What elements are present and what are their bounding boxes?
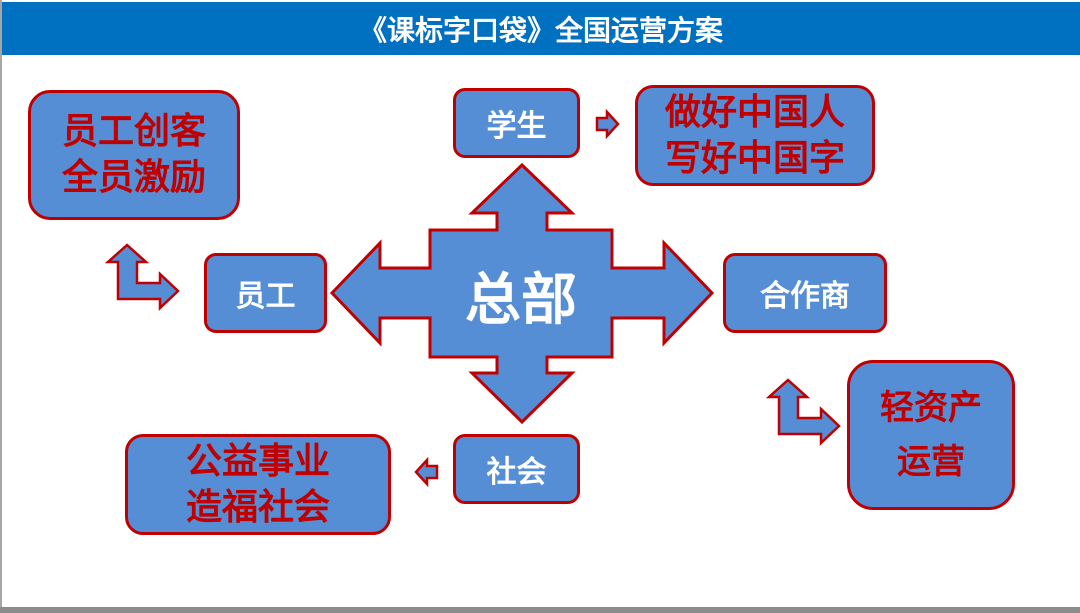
outcome-employee-line2: 全员激励 [61, 157, 206, 198]
outcome-society-line2: 造福社会 [185, 486, 330, 528]
node-society: 社会 [453, 434, 580, 504]
outcome-partner: 轻资产 运营 [847, 360, 1015, 510]
outcome-employee-line1: 员工创客 [61, 111, 206, 152]
node-employee-label: 员工 [235, 279, 296, 314]
node-employee: 员工 [204, 253, 327, 333]
outcome-partner-line2: 运营 [897, 442, 965, 482]
up-right-arrow-partner [765, 378, 841, 446]
left-border [0, 0, 2, 613]
outcome-student: 做好中国人 写好中国字 [635, 85, 875, 186]
hub-cross-arrow [329, 162, 715, 425]
title-bar: 《课标字口袋》全国运营方案 [2, 2, 1080, 55]
outcome-student-line1: 做好中国人 [664, 91, 845, 133]
outcome-student-line2: 写好中国字 [664, 137, 845, 179]
bottom-bar [0, 607, 1080, 613]
node-partner-label: 合作商 [760, 279, 850, 314]
node-society-label: 社会 [486, 455, 547, 490]
outcome-society-line1: 公益事业 [185, 440, 330, 482]
node-partner: 合作商 [723, 253, 887, 333]
hub-label: 总部 [465, 267, 577, 333]
left-arrow-society [414, 456, 439, 488]
node-student: 学生 [453, 88, 580, 158]
outcome-employee: 员工创客 全员激励 [28, 90, 240, 220]
up-right-arrow-employee [104, 243, 180, 311]
node-student-label: 学生 [486, 109, 547, 144]
outcome-society: 公益事业 造福社会 [125, 434, 391, 535]
right-arrow-student [595, 108, 620, 140]
outcome-partner-line1: 轻资产 [880, 388, 982, 428]
